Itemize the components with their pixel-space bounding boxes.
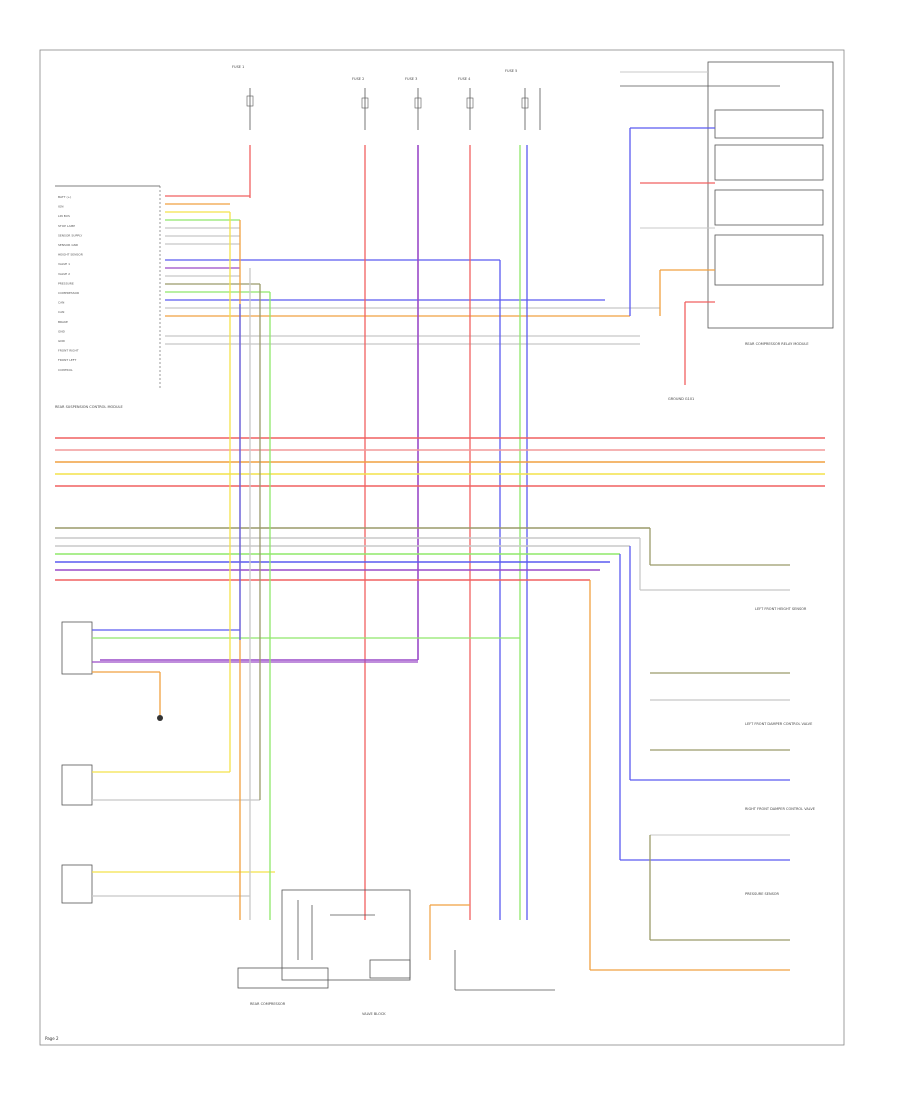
left-components (61, 212, 520, 920)
module-pin-label: LIN BUS (58, 214, 70, 218)
module-pin-label: SENSOR SUPPLY (58, 233, 82, 237)
module-pin-label: IGN (58, 205, 63, 209)
pressure-sensor-label: PRESSURE SENSOR (745, 892, 780, 896)
fuse-5-label: FUSE 5 (505, 69, 517, 73)
fuse-4-label: FUSE 4 (458, 77, 471, 81)
module-pin-label: VALVE 1 (58, 262, 70, 266)
air-module-label: REAR COMPRESSOR RELAY MODULE (745, 342, 809, 346)
fr-damper-label: RIGHT FRONT DAMPER CONTROL VALVE (745, 807, 815, 811)
air-module: REAR COMPRESSOR RELAY MODULE GROUND G101 (620, 61, 834, 401)
module-pin-labels: BATT (+) IGN LIN BUS STOP LAMP SENSOR SUPPLY… (58, 195, 83, 372)
module-pin-label: PRESSURE (58, 281, 74, 285)
right-feeds (589, 528, 790, 971)
module-pin-label: CAN (58, 301, 64, 305)
fuse-3: FUSE 3 (405, 77, 422, 130)
module-pin-label: SENSOR GND (58, 243, 79, 247)
rear-module-label: REAR SUSPENSION CONTROL MODULE (55, 405, 123, 409)
module-wires (165, 195, 660, 345)
bus-lines (55, 437, 825, 581)
module-pin-label: BRAKE (58, 320, 68, 324)
fuse-block: FUSE 1 FUSE 2 FUSE 3 FUSE 4 FUSE 5 (232, 65, 541, 198)
ground-label: GROUND G101 (668, 397, 694, 401)
module-pin-label: FRONT RIGHT (58, 349, 79, 353)
module-pin-label: GND (58, 329, 66, 333)
module-pin-label: STOP LAMP (58, 224, 75, 228)
fuse-feeds (100, 145, 528, 920)
compressor-label: REAR COMPRESSOR (250, 1002, 286, 1006)
module-pin-label: BATT (+) (58, 195, 71, 199)
fuse-2-label: FUSE 2 (352, 77, 364, 81)
fuse-3-label: FUSE 3 (405, 77, 417, 81)
fuse-5: FUSE 5 (505, 69, 541, 130)
diagram-frame (39, 49, 845, 1046)
fl-damper-label: LEFT FRONT DAMPER CONTROL VALVE (745, 722, 812, 726)
fuse-2: FUSE 2 (352, 77, 369, 130)
fuse-1: FUSE 1 (232, 65, 254, 198)
right-components: LEFT FRONT HEIGHT SENSOR LEFT FRONT DAMP… (745, 607, 815, 896)
compressor-box (237, 967, 329, 989)
page-number: Page 2 (45, 1036, 59, 1041)
module-pin-label: VALVE 2 (58, 272, 70, 276)
module-pin-label: CAN (58, 310, 64, 314)
fuse-1-label: FUSE 1 (232, 65, 244, 69)
valve-block-label: VALVE BLOCK (362, 1012, 386, 1016)
fuse-4: FUSE 4 (458, 77, 474, 130)
module-pin-label: CONTROL (58, 368, 73, 372)
rear-module-connector: BATT (+) IGN LIN BUS STOP LAMP SENSOR SUPPLY… (55, 185, 161, 409)
fl-sensor-label: LEFT FRONT HEIGHT SENSOR (755, 607, 807, 611)
bottom-components: REAR COMPRESSOR VALVE BLOCK (237, 889, 555, 1016)
module-pin-label: COMPRESSOR (58, 291, 79, 295)
module-pin-label: HEIGHT SENSOR (58, 253, 83, 257)
module-pin-label: GND (58, 339, 66, 343)
module-pin-label: FRONT LEFT (58, 358, 76, 362)
